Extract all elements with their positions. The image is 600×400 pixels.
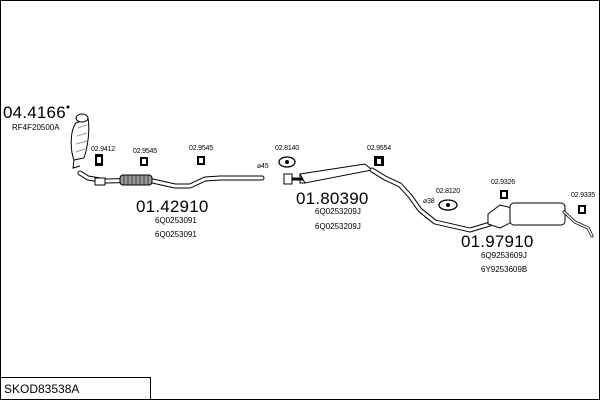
fitting-label-02-9412[interactable]: 02.9412 bbox=[91, 146, 115, 153]
middle-silencer-drawing[interactable] bbox=[299, 163, 493, 233]
fitting-label-02-9326[interactable]: 02.9326 bbox=[491, 179, 515, 186]
catalyst-drawing[interactable] bbox=[66, 105, 90, 169]
fitting-label-02-9545-b[interactable]: 02.9545 bbox=[189, 145, 213, 152]
fitting-icon-02-9554[interactable] bbox=[374, 156, 384, 166]
fitting-icon-02-9545-b[interactable] bbox=[197, 156, 205, 165]
fitting-label-02-9335[interactable]: 02.9335 bbox=[571, 192, 595, 199]
front-pipe-drawing[interactable] bbox=[77, 170, 265, 189]
rear-silencer-drawing[interactable] bbox=[487, 202, 594, 238]
catalyst-reference: RF4F20500A bbox=[12, 123, 60, 132]
middle-silencer-part-number[interactable]: 01.80390 bbox=[296, 189, 369, 208]
fitting-icon-02-9545-a[interactable] bbox=[140, 157, 148, 166]
catalyst-part-number[interactable]: 04.4166 bbox=[3, 103, 66, 122]
front-pipe-part-number[interactable]: 01.42910 bbox=[136, 197, 209, 216]
diameter-label-45: ⌀45 bbox=[257, 163, 269, 170]
front-pipe-reference-2: 6Q0253091 bbox=[155, 230, 197, 239]
fitting-label-02-9545-a[interactable]: 02.9545 bbox=[133, 148, 157, 155]
middle-silencer-reference-1: 6Q0253209J bbox=[315, 207, 361, 216]
front-pipe-reference-1: 6Q0253091 bbox=[155, 216, 197, 225]
rear-silencer-reference-2: 6Y9253609B bbox=[481, 265, 528, 274]
rear-silencer-reference-1: 6Q9253609J bbox=[481, 251, 527, 260]
fitting-icon-02-9326[interactable] bbox=[500, 190, 508, 199]
middle-silencer-reference-2: 6Q0253209J bbox=[315, 222, 361, 231]
diagram-title-box: SKOD83538A bbox=[0, 377, 151, 399]
rear-silencer-part-number[interactable]: 01.97910 bbox=[461, 232, 534, 251]
diameter-label-38: ⌀38 bbox=[423, 198, 435, 205]
fitting-icon-02-9412[interactable] bbox=[95, 154, 103, 166]
fitting-label-02-8140[interactable]: 02.8140 bbox=[275, 145, 299, 152]
fitting-label-02-9554[interactable]: 02.9554 bbox=[367, 145, 391, 152]
diagram-title: SKOD83538A bbox=[4, 382, 80, 396]
fitting-icon-02-9335[interactable] bbox=[578, 205, 586, 214]
fitting-label-02-8120[interactable]: 02.8120 bbox=[436, 188, 460, 195]
fitting-icon-02-8120[interactable] bbox=[438, 199, 458, 211]
fitting-icon-02-8140[interactable] bbox=[278, 156, 296, 168]
